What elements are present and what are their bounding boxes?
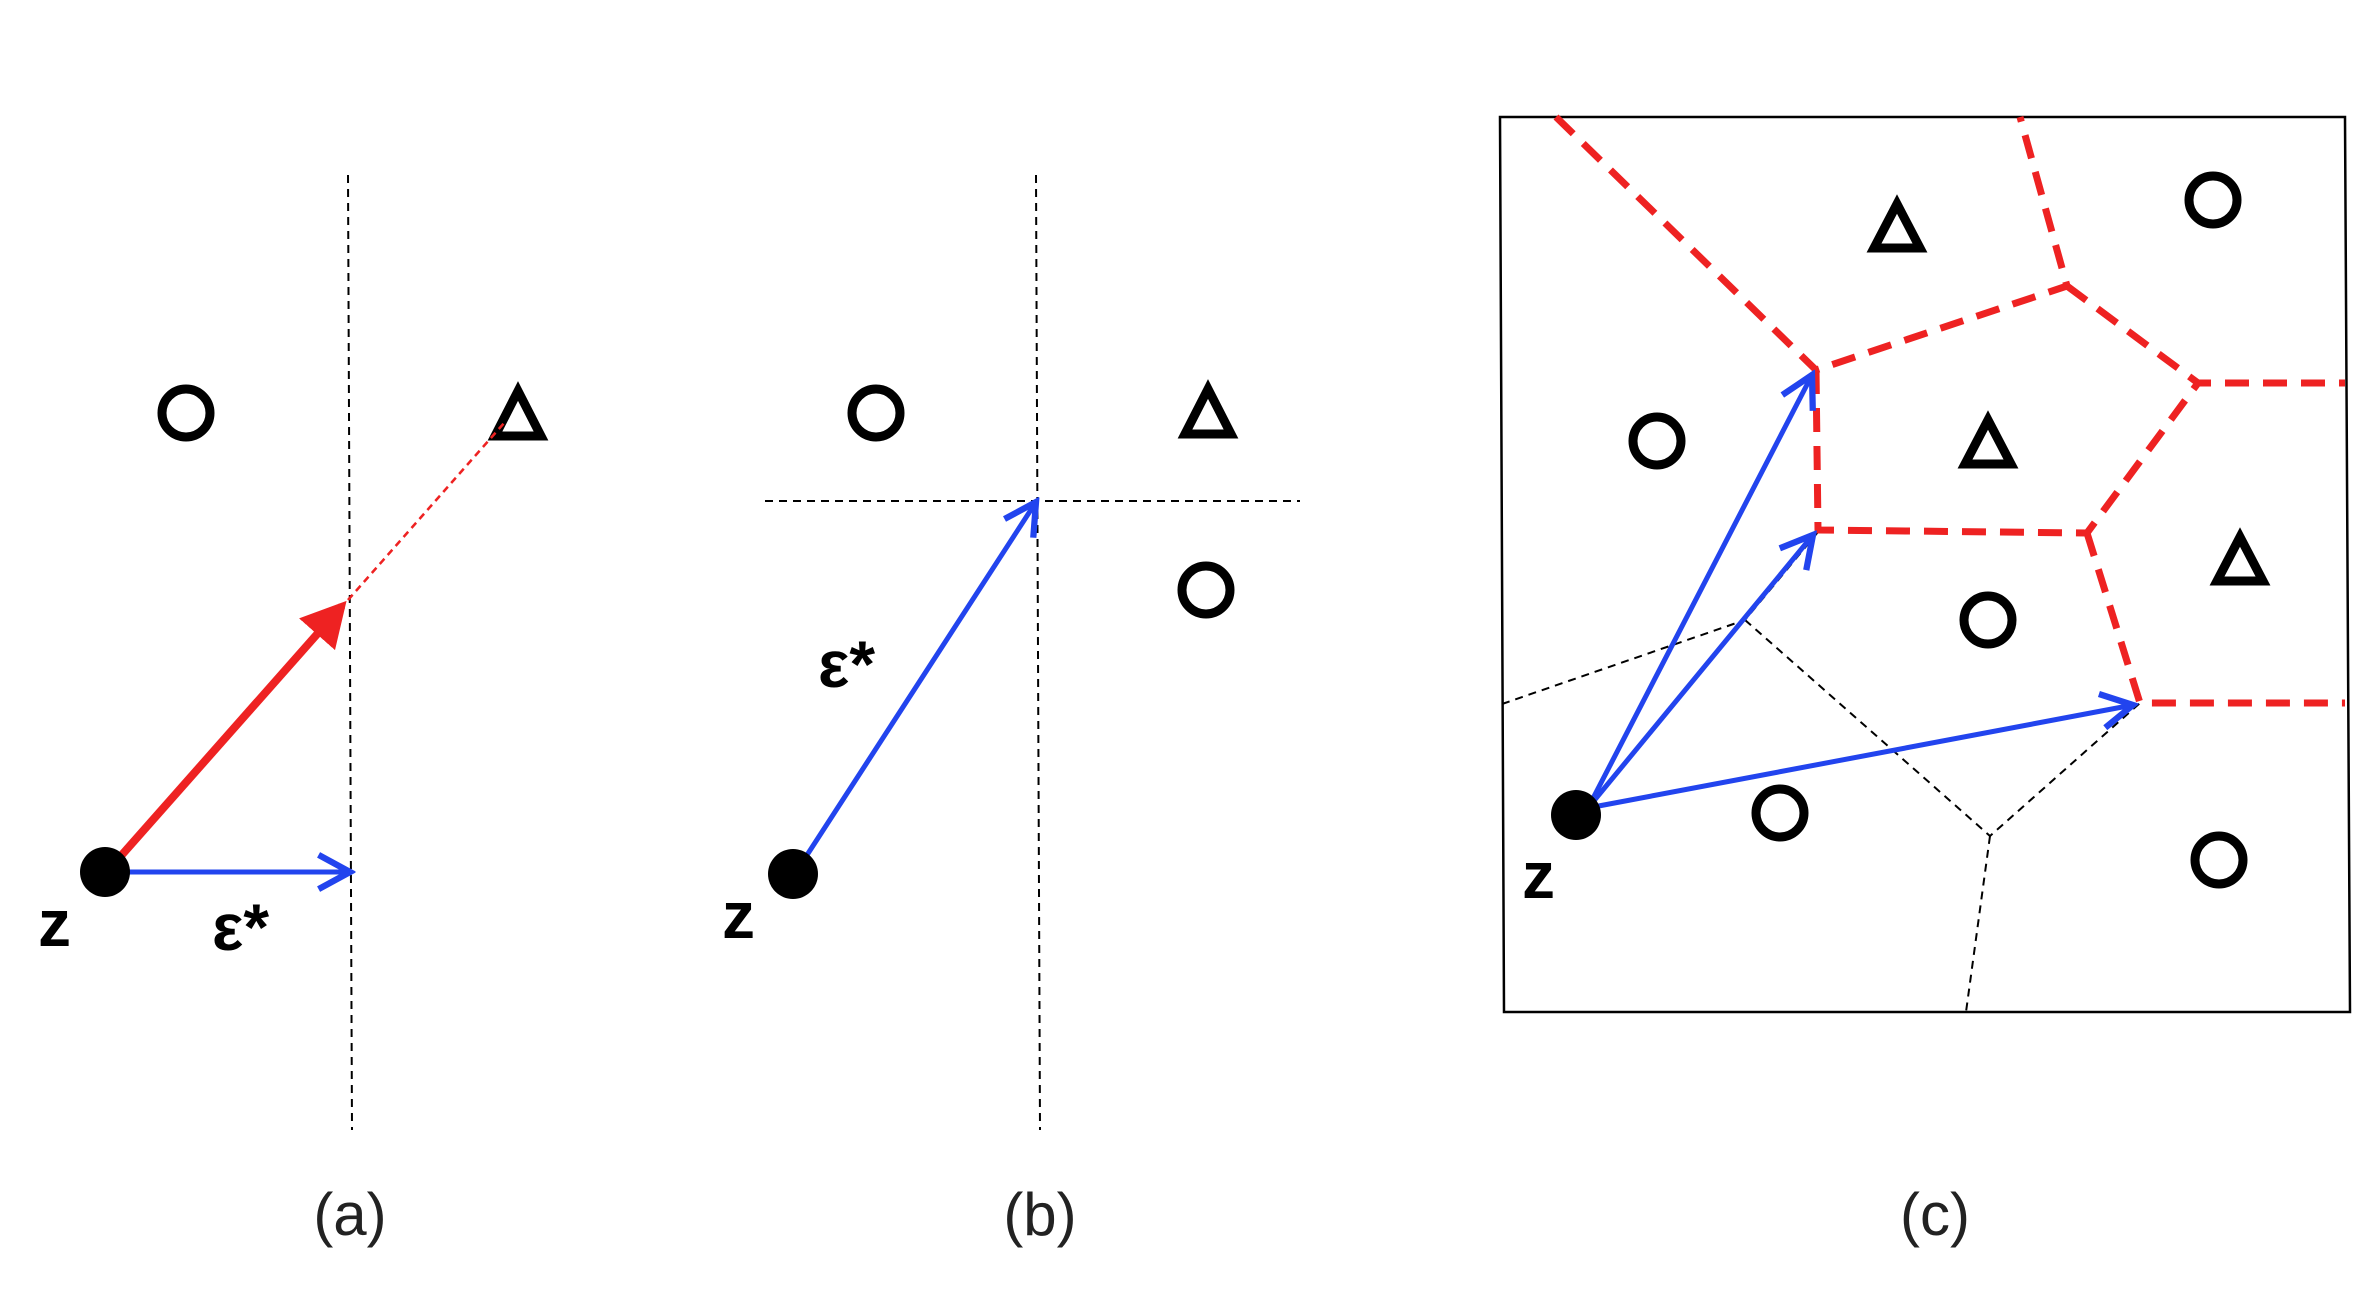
filled-dot [768, 849, 818, 899]
filled-dot [80, 847, 130, 897]
voronoi-edge [1965, 835, 1991, 1013]
panel-a-red-arrow [109, 600, 347, 869]
voronoi-edge [1501, 531, 1819, 705]
circle-marker [157, 384, 215, 442]
circle-marker [2190, 831, 2248, 889]
panel-b-point-label: z [722, 878, 755, 952]
panel-b-blue-arrow [793, 502, 1036, 874]
red-voronoi-edge [1812, 369, 2201, 537]
triangle-marker [2209, 527, 2271, 586]
circle-marker [1628, 412, 1686, 470]
circle-marker [2184, 171, 2242, 229]
red-voronoi-edge [1553, 114, 2071, 374]
panel-c: z (c) [1498, 114, 2352, 1248]
panel-c-point-label: z [1522, 838, 1555, 912]
panel-a-point-label: z [38, 886, 71, 960]
circle-marker [847, 384, 905, 442]
triangle-marker [1957, 410, 2019, 469]
panel-a-vector-label: ε* [212, 890, 269, 964]
panel-c-blue-arrow-middle [1586, 535, 1813, 810]
triangle-marker [1177, 379, 1239, 439]
triangle-marker [487, 381, 549, 441]
panel-a-caption: (a) [313, 1181, 386, 1248]
red-voronoi-edge [2083, 531, 2345, 707]
panel-b: z ε* (b) [722, 174, 1300, 1248]
circle-marker [1751, 784, 1809, 842]
red-voronoi-edge [2064, 283, 2345, 387]
panel-c-red-voronoi-edges [1553, 114, 2345, 707]
triangle-marker [1866, 194, 1928, 253]
panel-c-frame [1498, 115, 2352, 1014]
filled-dot [1551, 790, 1601, 840]
circle-marker [1177, 561, 1235, 619]
panel-c-blue-arrow-right [1587, 705, 2133, 811]
panel-b-caption: (b) [1003, 1181, 1076, 1248]
panel-c-black-voronoi-edges [1501, 531, 2141, 1013]
panel-a-red-dashed-continuation [347, 421, 506, 601]
panel-a: z ε* (a) [38, 174, 549, 1248]
circle-marker [1959, 591, 2017, 649]
panel-c-caption: (c) [1900, 1181, 1970, 1248]
panel-c-blue-arrow-top [1585, 375, 1812, 810]
panel-b-vertical-boundary [1035, 174, 1041, 1131]
panel-a-decision-boundary [347, 174, 353, 1131]
panel-b-vector-label: ε* [818, 627, 875, 701]
